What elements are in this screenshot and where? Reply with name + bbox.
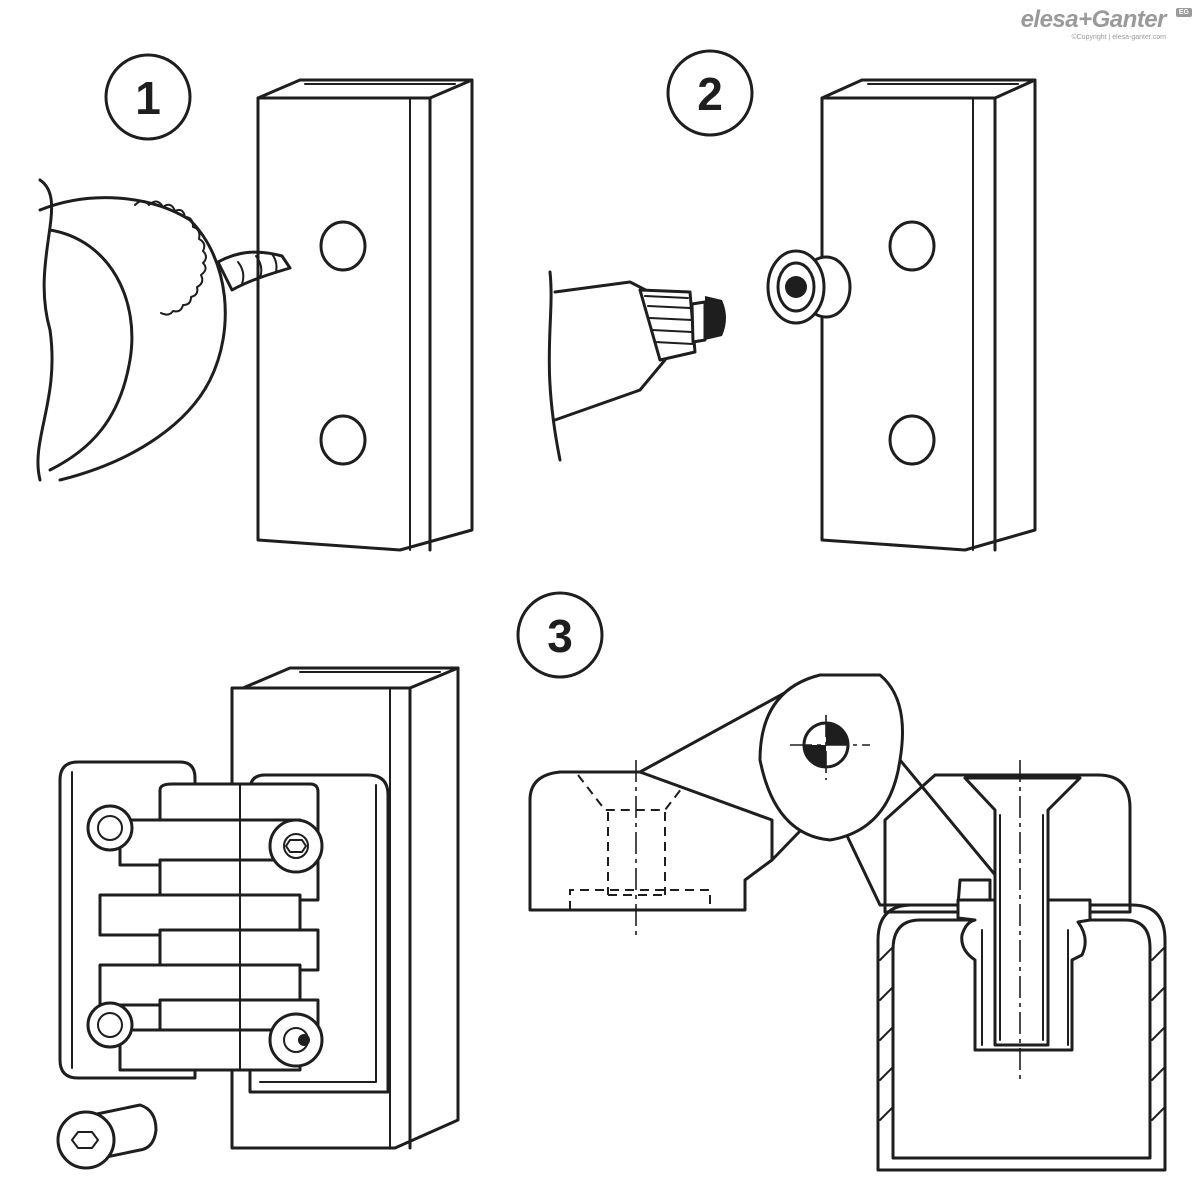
hinge-knuckle [638,673,1022,907]
hole-top [319,220,367,272]
screw-icon [56,1103,158,1170]
hinge-body [58,760,390,1094]
hole-top [888,220,936,272]
step-3-badge: 3 [516,591,604,679]
step-2-panel: 2 [547,49,1037,552]
brand-watermark: elesa+Ganter ©Copyright | elesa-ganter.c… [1020,6,1192,41]
tube-section [876,903,1167,1172]
square-tube-2 [820,78,1037,552]
step-3-hinge-view [56,666,460,1170]
hole-bottom [888,414,936,466]
square-tube-1 [256,78,474,552]
brand-copyright: ©Copyright | elesa-ganter.com [1071,34,1166,41]
screw-section [963,760,1082,1080]
step-1-panel: 1 [36,53,474,552]
drill-icon [36,178,292,482]
step-1-badge: 1 [104,53,192,141]
step-3-number: 3 [547,610,573,662]
step-3-section-view: 3 [516,591,1167,1172]
step-1-number: 1 [135,72,161,124]
step-2-number: 2 [697,68,723,120]
brand-badge: EG [1175,8,1192,17]
insert-nut-icon [766,249,852,325]
hole-bottom [319,414,367,466]
step-2-badge: 2 [666,49,754,137]
rivet-tool-icon [547,270,726,462]
brand-logo-text: elesa+Ganter [1020,6,1167,33]
hinge-leaf-left-section [528,760,774,935]
